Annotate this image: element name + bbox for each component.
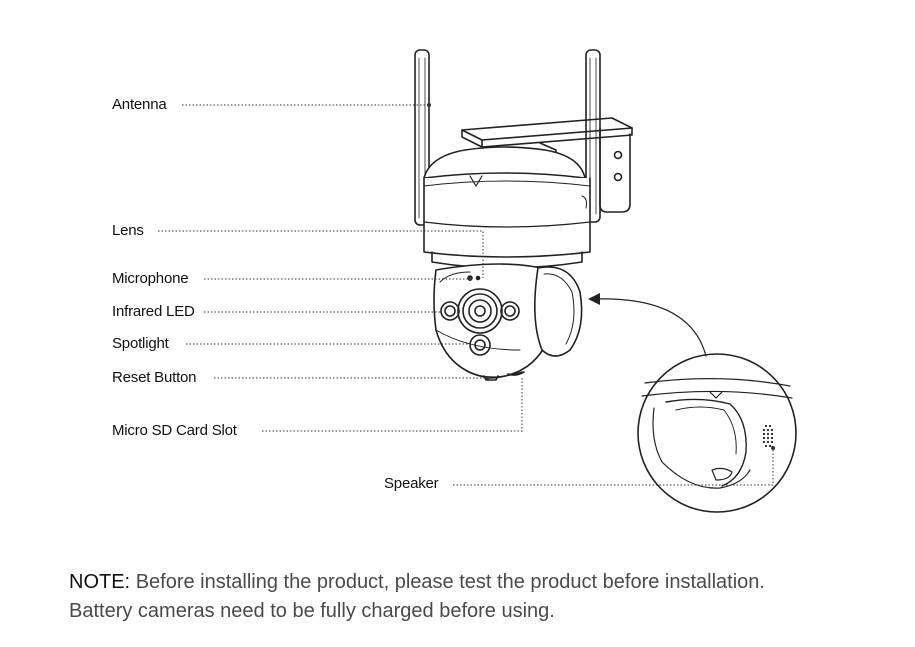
callout-arrow: [593, 298, 707, 357]
top-housing: [423, 146, 591, 258]
zoom-callout: [637, 353, 797, 513]
leader-lines: [158, 104, 774, 486]
label-spotlight: Spotlight: [112, 335, 169, 352]
leader-dot: [468, 277, 472, 281]
leader-dot: [427, 103, 431, 107]
side-pod: [534, 266, 583, 357]
arrow-head-icon: [588, 293, 600, 305]
label-antenna: Antenna: [112, 96, 167, 113]
note-line-2: Battery cameras need to be fully charged…: [69, 600, 555, 622]
label-lens: Lens: [112, 222, 144, 239]
label-micro-sd-card-slot: Micro SD Card Slot: [112, 422, 237, 439]
label-reset-button: Reset Button: [112, 369, 197, 386]
note-text-1: Before installing the product, please te…: [135, 571, 765, 593]
note-line-1: NOTE: Before installing the product, ple…: [69, 570, 765, 594]
lens: [457, 288, 503, 334]
infrared-leds: [440, 301, 520, 321]
leader-dot: [485, 376, 489, 380]
microphone-hole: [475, 275, 481, 281]
note-prefix: NOTE:: [69, 571, 131, 593]
label-microphone: Microphone: [112, 270, 189, 287]
leader-sd: [262, 378, 523, 432]
leader-speaker: [453, 448, 774, 486]
label-speaker: Speaker: [384, 475, 439, 492]
label-infrared-led: Infrared LED: [112, 303, 195, 320]
spotlight: [469, 334, 491, 356]
leader-dot: [771, 446, 775, 450]
speaker-grille-icon: [762, 424, 774, 448]
sd-slot: [507, 371, 525, 376]
